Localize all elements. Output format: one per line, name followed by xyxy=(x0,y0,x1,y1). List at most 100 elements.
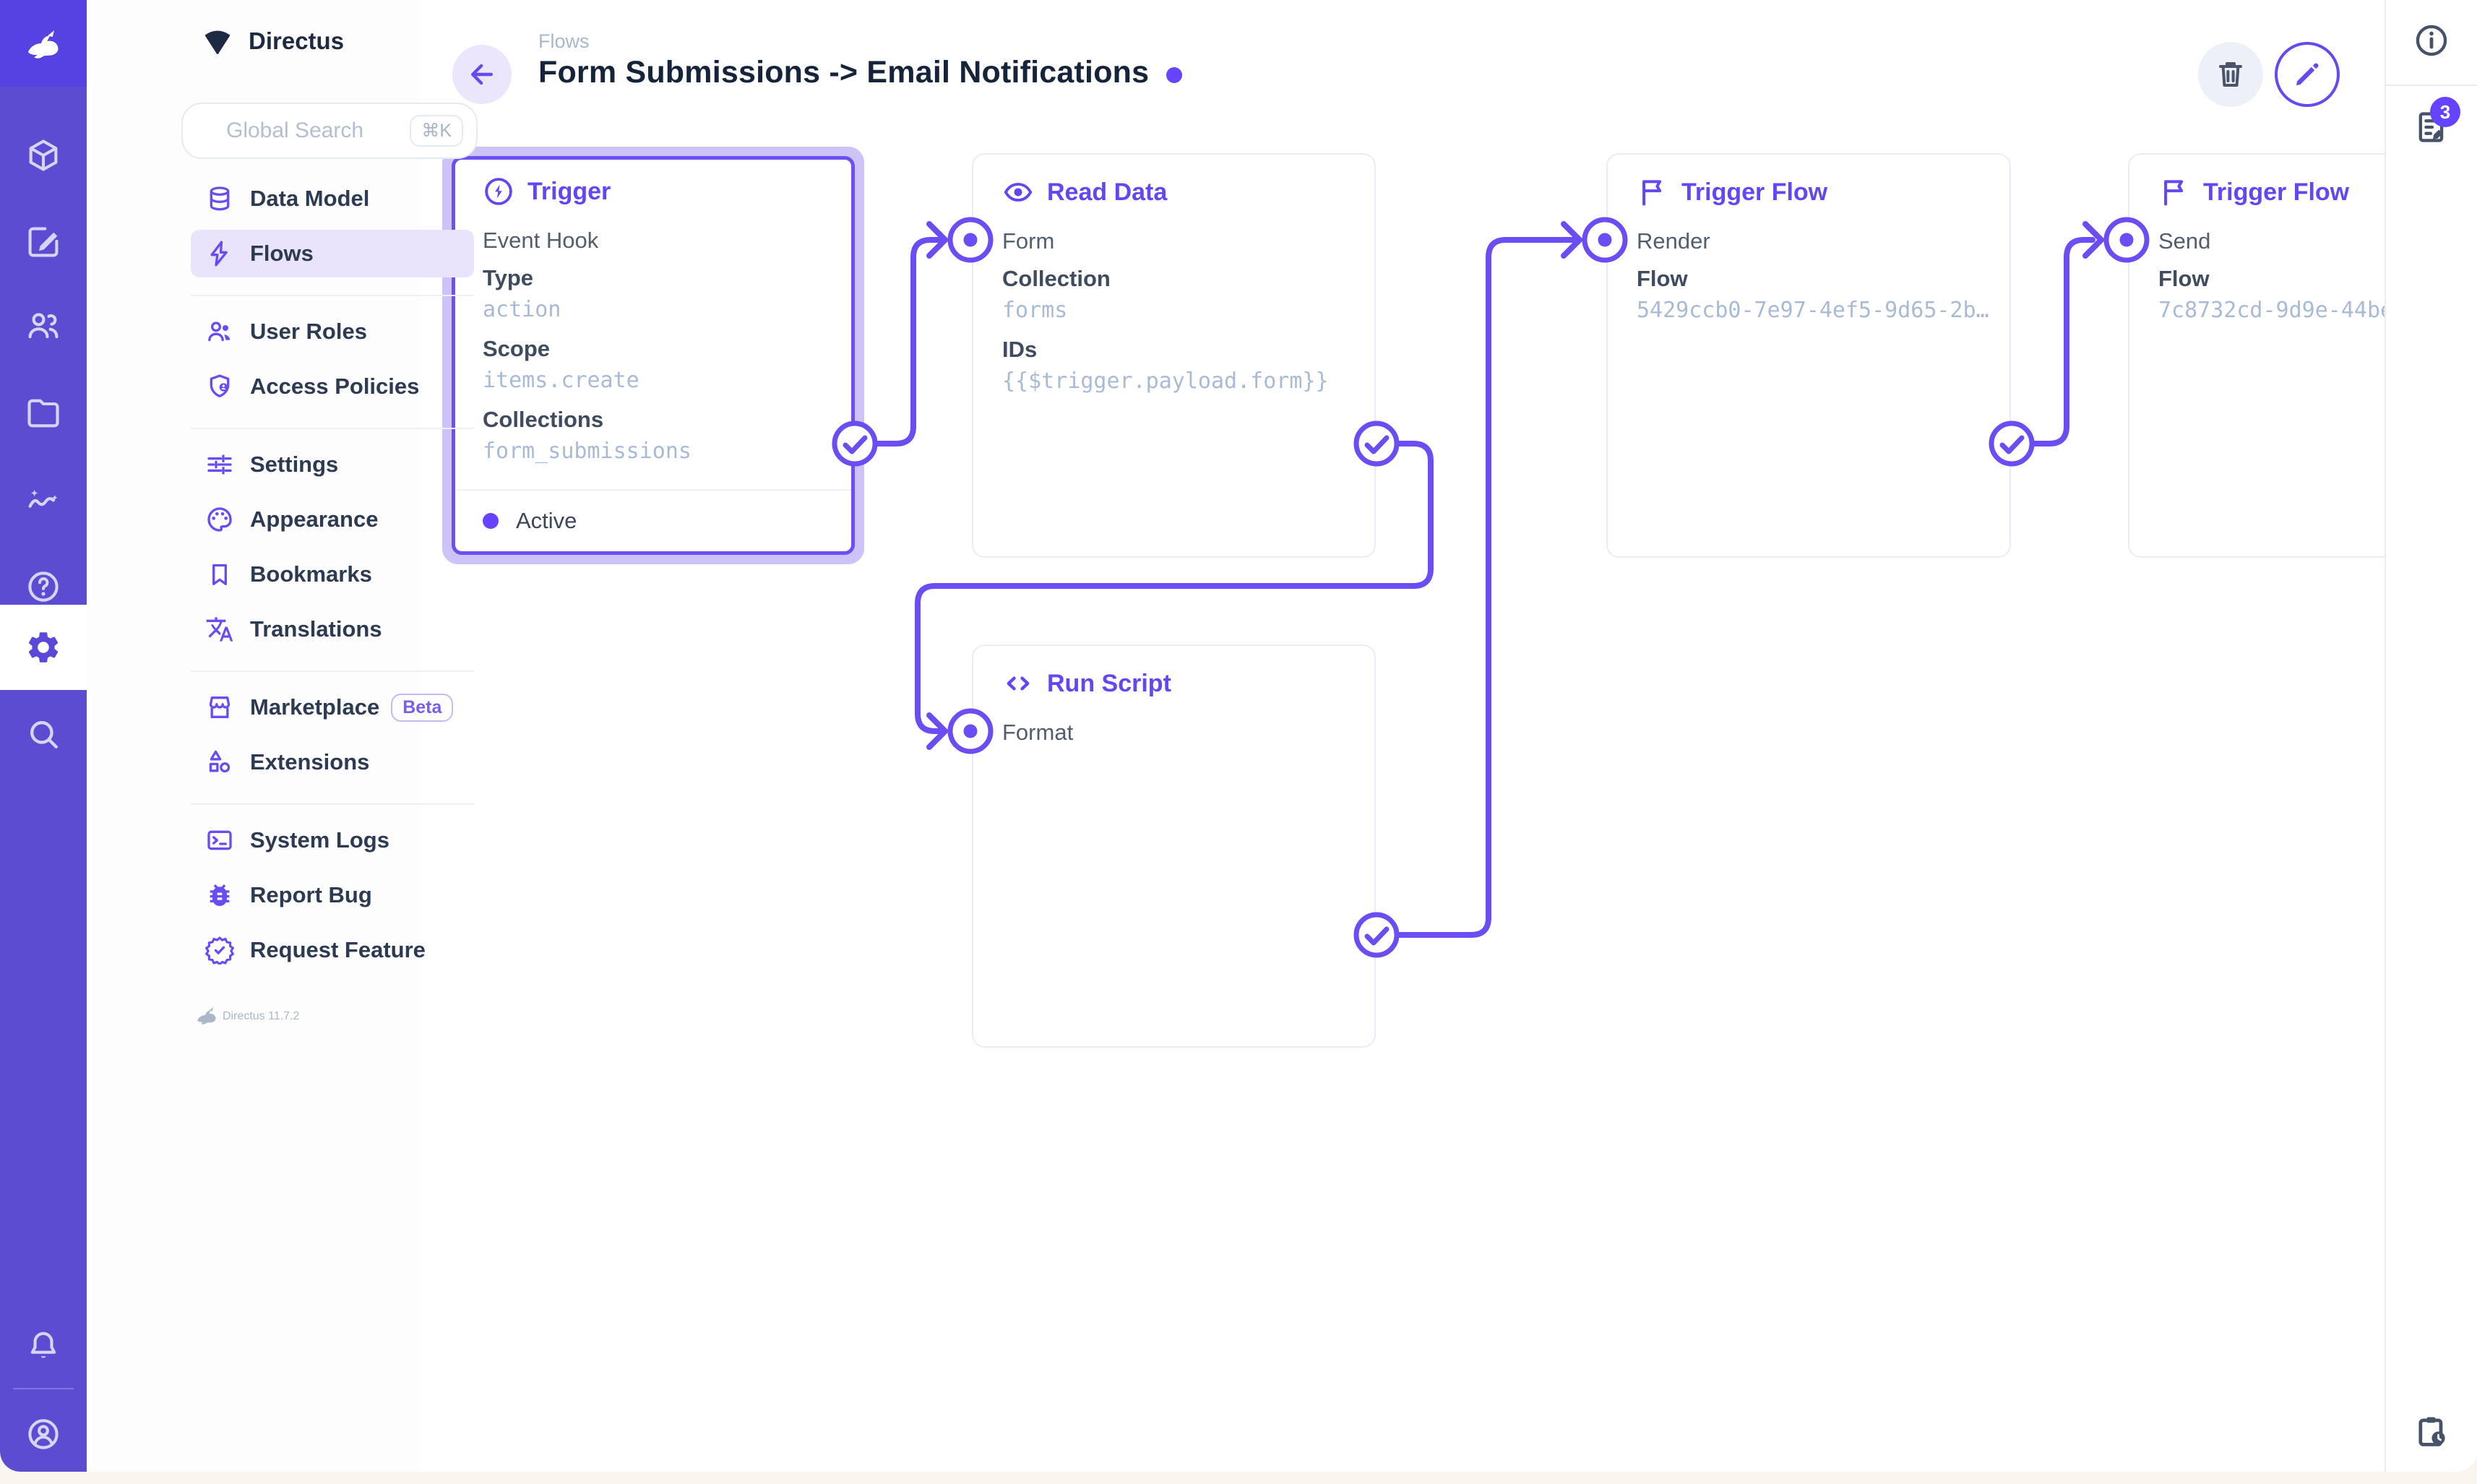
box-icon xyxy=(29,139,58,171)
panel-read-data[interactable]: Read Data Form Collection forms IDs {{$t… xyxy=(972,153,1376,558)
help-icon xyxy=(28,571,59,602)
field-label: Scope xyxy=(483,336,551,361)
panel-name: Format xyxy=(1002,720,1074,745)
pending-revisions-button[interactable] xyxy=(2408,1408,2455,1454)
logs-button[interactable]: 3 xyxy=(2408,97,2460,150)
trash-icon xyxy=(2219,62,2242,87)
field-label: Flow xyxy=(1637,266,1688,291)
panel-name: Send xyxy=(2158,228,2211,254)
nav-divider xyxy=(191,295,474,296)
sidebar-item-label: Request Feature xyxy=(250,937,426,962)
global-search[interactable]: ⌘K xyxy=(181,103,478,159)
panel-name: Render xyxy=(1637,228,1710,254)
module-bar xyxy=(0,0,87,1472)
module-editor[interactable] xyxy=(0,207,87,277)
field-value: items.create xyxy=(483,368,639,393)
insights-icon xyxy=(28,489,58,508)
account-button[interactable] xyxy=(0,1399,87,1469)
app-version: Directus 11.7.2 xyxy=(191,993,474,1040)
delete-flow-button[interactable] xyxy=(2198,42,2263,107)
module-users[interactable] xyxy=(0,291,87,361)
field-value: form_submissions xyxy=(483,439,692,464)
arrow-left-icon xyxy=(470,64,494,85)
bug-icon xyxy=(205,881,234,910)
panel-title: Run Script xyxy=(1047,669,1171,697)
storefront-icon xyxy=(205,693,234,722)
database-icon xyxy=(205,184,234,213)
pencil-icon xyxy=(2296,63,2319,85)
project-name: Directus xyxy=(249,27,345,54)
gear-icon xyxy=(28,632,59,663)
sidebar-item-report-bug[interactable]: Report Bug xyxy=(191,871,474,919)
status-label: Active xyxy=(516,508,577,533)
info-button[interactable] xyxy=(2408,17,2455,64)
sidebar-item-appearance[interactable]: Appearance xyxy=(191,496,474,543)
sidebar-item-label: User Roles xyxy=(250,319,367,344)
sidebar-item-translations[interactable]: Translations xyxy=(191,605,474,653)
right-sidebar-divider xyxy=(2386,85,2477,86)
project-header[interactable]: Directus xyxy=(202,22,344,61)
people-icon xyxy=(205,317,234,346)
panel-title: Read Data xyxy=(1047,178,1168,206)
panel-title: Trigger xyxy=(527,177,611,205)
sidebar-item-label: Appearance xyxy=(250,506,379,532)
trigger-type-name: Event Hook xyxy=(483,228,599,253)
bolt-circle-icon xyxy=(485,178,512,205)
module-files[interactable] xyxy=(0,379,87,448)
code-icon xyxy=(1007,676,1030,691)
panel-run-script[interactable]: Run Script Format xyxy=(972,644,1376,1048)
field-label: Collection xyxy=(1002,266,1111,291)
page-title: Form Submissions -> Email Notifications xyxy=(538,55,1150,90)
panel-trigger-flow-render[interactable]: Trigger Flow Render Flow 5429ccb0-7e97-4… xyxy=(1606,153,2011,558)
sidebar-item-system-logs[interactable]: System Logs xyxy=(191,816,474,864)
palette-icon xyxy=(205,505,234,534)
sidebar-item-flows[interactable]: Flows xyxy=(191,230,474,277)
sidebar-item-label: Bookmarks xyxy=(250,561,372,587)
bolt-icon xyxy=(205,239,234,268)
account-circle-icon xyxy=(28,1419,59,1449)
nav-list: Data Model Flows User Roles Access Poli xyxy=(191,175,474,1040)
panel-title: Trigger Flow xyxy=(2203,178,2350,206)
back-button[interactable] xyxy=(452,45,512,104)
rabbit-icon xyxy=(191,999,223,1035)
sidebar-item-marketplace[interactable]: Marketplace Beta xyxy=(191,683,474,731)
sidebar-item-request-feature[interactable]: Request Feature xyxy=(191,926,474,974)
status-dot xyxy=(483,513,499,529)
field-value: 7c8732cd-9d9e-44be xyxy=(2158,298,2394,323)
rabbit-logo-icon xyxy=(28,30,59,59)
edit-flow-button[interactable] xyxy=(2275,42,2340,107)
search-shortcut: ⌘K xyxy=(410,115,463,147)
info-icon xyxy=(2416,25,2447,56)
field-value: action xyxy=(483,297,561,322)
nav-divider xyxy=(191,670,474,672)
sidebar-item-access-policies[interactable]: Access Policies xyxy=(191,363,474,410)
notifications-button[interactable] xyxy=(0,1311,87,1381)
rail-divider xyxy=(13,1388,74,1389)
panel-trigger[interactable]: Trigger Event Hook Type action Scope ite… xyxy=(442,147,864,564)
module-docs[interactable] xyxy=(0,552,87,621)
sidebar-item-user-roles[interactable]: User Roles xyxy=(191,308,474,355)
settings-nav-sidebar: Directus ⌘K Data Model Flows xyxy=(87,0,478,1472)
panel-name: Form xyxy=(1002,228,1055,254)
trigger-status: Active xyxy=(455,489,851,551)
logs-count-badge: 3 xyxy=(2430,97,2460,127)
sidebar-item-label: Settings xyxy=(250,452,339,477)
sidebar-item-data-model[interactable]: Data Model xyxy=(191,175,474,223)
module-settings-active[interactable] xyxy=(0,605,87,690)
module-search[interactable] xyxy=(0,699,87,769)
nav-divider xyxy=(191,803,474,805)
breadcrumb[interactable]: Flows xyxy=(538,30,590,52)
module-content[interactable] xyxy=(0,121,87,190)
sidebar-item-extensions[interactable]: Extensions xyxy=(191,738,474,786)
search-input[interactable] xyxy=(225,118,394,144)
sidebar-item-settings[interactable]: Settings xyxy=(191,441,474,488)
field-value: forms xyxy=(1002,298,1068,323)
sidebar-item-label: Marketplace xyxy=(250,694,380,720)
directus-logo[interactable] xyxy=(0,0,87,87)
module-insights[interactable] xyxy=(0,465,87,535)
field-label: Type xyxy=(483,265,534,290)
sidebar-item-bookmarks[interactable]: Bookmarks xyxy=(191,551,474,598)
bell-icon xyxy=(30,1332,56,1358)
field-value: 5429ccb0-7e97-4ef5-9d65-2b… xyxy=(1637,298,1989,323)
